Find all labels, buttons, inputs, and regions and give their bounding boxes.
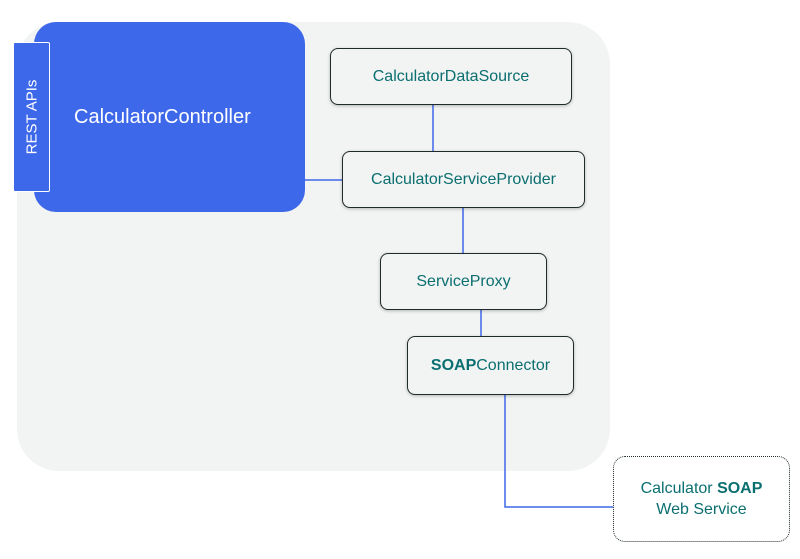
calculator-service-provider-node: CalculatorServiceProvider: [342, 151, 585, 208]
calculator-controller-block: CalculatorController: [34, 22, 305, 212]
calculator-datasource-node: CalculatorDataSource: [330, 48, 572, 105]
rest-apis-label: REST APIs: [23, 79, 40, 155]
web-service-prefix: Calculator: [640, 480, 718, 497]
web-service-line-1: Calculator SOAP: [641, 478, 763, 499]
calculator-service-provider-label: CalculatorServiceProvider: [371, 170, 556, 188]
web-service-line-2: Web Service: [656, 501, 747, 518]
calculator-controller-label: CalculatorController: [74, 106, 251, 128]
calculator-soap-web-service-node: Calculator SOAP Web Service: [613, 456, 790, 542]
service-proxy-node: ServiceProxy: [380, 253, 547, 310]
web-service-soap-bold: SOAP: [717, 480, 763, 497]
calculator-datasource-label: CalculatorDataSource: [372, 67, 530, 85]
soap-connector-label-bold: SOAP: [430, 356, 477, 374]
service-proxy-label: ServiceProxy: [416, 272, 511, 290]
soap-connector-label: Connector: [476, 356, 551, 374]
link-soap-webservice: [504, 395, 613, 508]
rest-apis-tab: REST APIs: [13, 42, 50, 192]
